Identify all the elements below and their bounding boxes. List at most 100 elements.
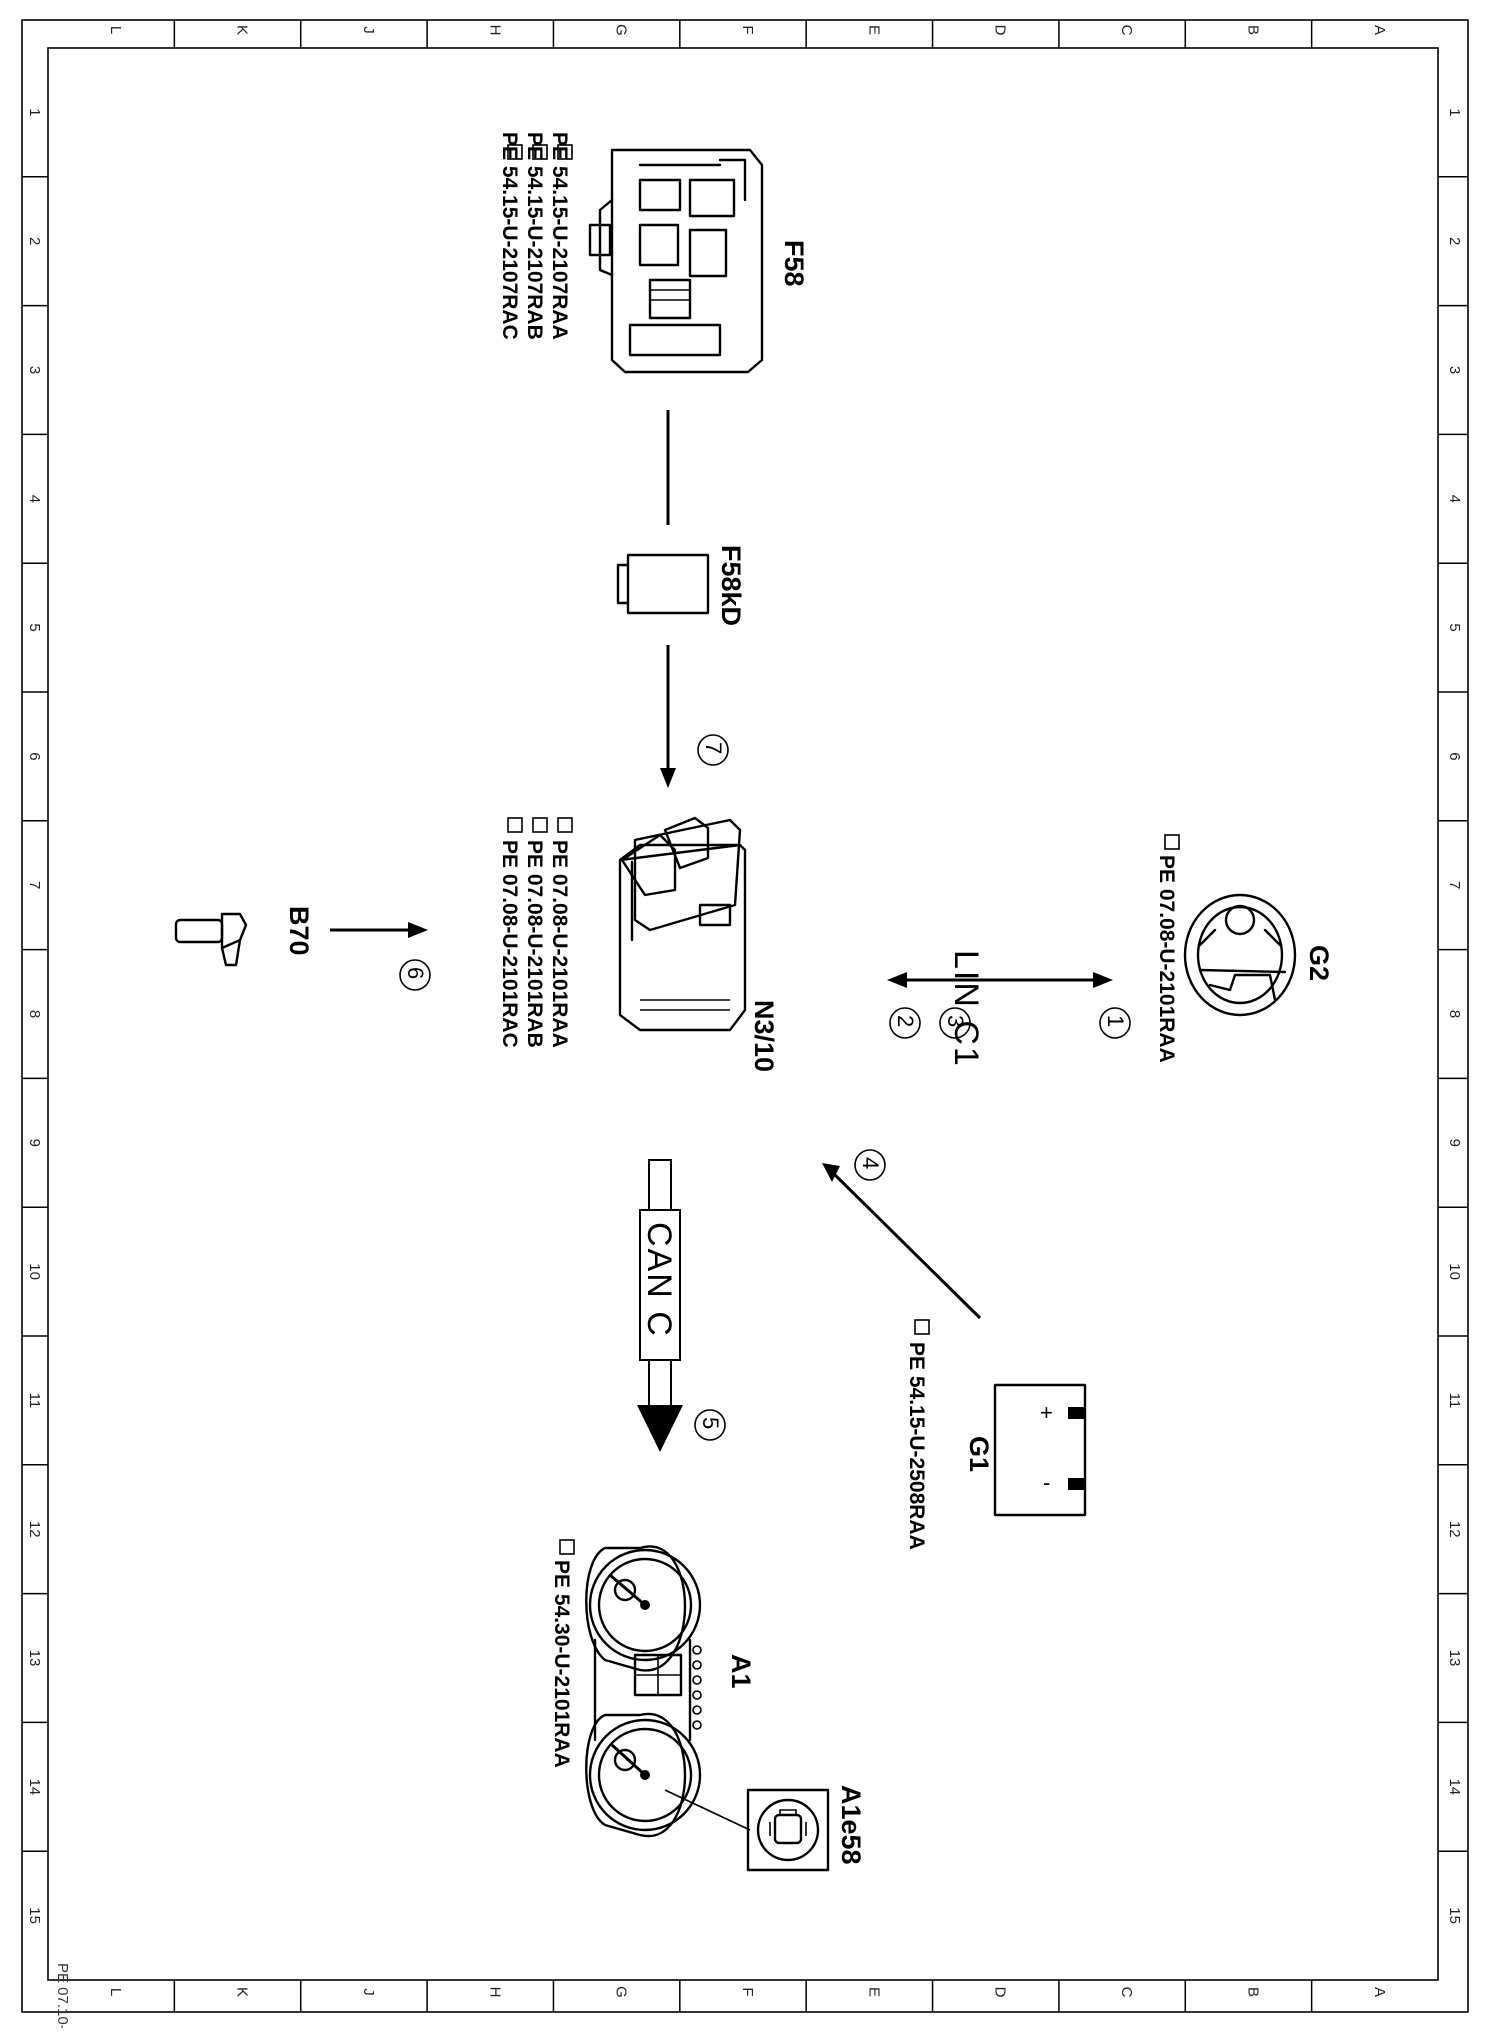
can-bus-label: CAN C [640, 1222, 678, 1338]
grid-row-label: 1 [1446, 108, 1463, 116]
grid-row-label: 10 [1446, 1263, 1463, 1280]
grid-column-label: G [613, 24, 630, 36]
reference-pointer-icon [559, 1539, 575, 1555]
grid-row-label: 4 [1446, 495, 1463, 503]
n310-component[interactable] [618, 816, 747, 1032]
grid-column-label: H [486, 25, 503, 36]
grid-row-label: 8 [1446, 1010, 1463, 1018]
grid-column-label: J [360, 26, 377, 34]
arrow-head [1093, 972, 1113, 988]
f58kd-component[interactable] [616, 553, 710, 615]
grid-column-label: J [360, 1988, 377, 1996]
grid-column-label: E [865, 25, 882, 35]
a1-label: A1 [726, 1654, 756, 1689]
a1-refs: PE 54.30-U-2101RAA [550, 1539, 575, 1768]
marker-3: 3 [939, 1007, 971, 1039]
grid-row-label: 11 [26, 1393, 43, 1409]
n310-refs: PE 07.08-U-2101RAA PE 07.08-U-2101RAB PE… [498, 817, 573, 1048]
grid-row-label: 3 [1446, 366, 1463, 374]
marker-1: 1 [1099, 1007, 1131, 1039]
f58-ref: PE 54.15-U-2107RAA [548, 132, 571, 340]
grid-row-label: 13 [26, 1650, 43, 1667]
n310-ref: PE 07.08-U-2101RAA [548, 840, 571, 1048]
b70-label: B70 [284, 906, 314, 956]
b70-component[interactable] [174, 912, 248, 967]
can-bus-line [637, 1159, 683, 1452]
grid-row-label: 13 [1446, 1650, 1463, 1667]
reference-pointer-icon [1164, 834, 1180, 850]
grid-column-label: F [739, 1987, 756, 1996]
grid-row-label: 6 [1446, 752, 1463, 760]
grid-column-label: K [234, 1987, 251, 1997]
a1-component[interactable] [585, 1545, 751, 1838]
marker-5: 5 [694, 1409, 726, 1441]
f58-label: F58 [779, 240, 809, 287]
grid-row-label: 6 [26, 752, 43, 760]
grid-row-label: 1 [26, 108, 43, 116]
grid-row-label: 15 [26, 1907, 43, 1924]
grid-column-label: L [107, 26, 124, 34]
svg-text:4: 4 [858, 1157, 883, 1169]
grid-column-label: K [234, 25, 251, 35]
grid-row-label: 5 [26, 623, 43, 631]
svg-text:1: 1 [1103, 1015, 1128, 1027]
grid-column-label: C [1118, 25, 1135, 36]
reference-pointer-icon [507, 817, 573, 833]
grid-row-label: 5 [1446, 623, 1463, 631]
reference-pointer-icon [507, 144, 573, 160]
arrow-head [660, 768, 676, 788]
grid-column-label: D [992, 25, 1009, 36]
wire-g1-to-n310 [828, 1168, 982, 1320]
marker-2: 2 [889, 1007, 921, 1039]
svg-text:5: 5 [698, 1417, 723, 1429]
grid-row-label: 10 [26, 1263, 43, 1280]
n310-label: N3/10 [749, 1000, 779, 1072]
grid-row-label: 2 [1446, 237, 1463, 245]
grid-row-label: 14 [1446, 1778, 1463, 1795]
a1e58-label: A1e58 [836, 1785, 866, 1865]
g1-minus-terminal: - [1043, 1470, 1050, 1495]
a1e58-component[interactable] [746, 1788, 830, 1872]
arrow-head [637, 1405, 683, 1452]
g2-refs: PE 07.08-U-2101RAA [1155, 834, 1180, 1063]
grid-column-label: H [486, 1987, 503, 1998]
marker-6: 6 [399, 959, 431, 991]
svg-text:2: 2 [893, 1015, 918, 1027]
grid-column-label: E [865, 1987, 882, 1997]
g1-refs: PE 54.15-U-2508RAA [905, 1319, 930, 1550]
g1-component[interactable]: + - [993, 1383, 1087, 1517]
grid-row-label: 11 [1446, 1393, 1463, 1409]
g1-label: G1 [964, 1436, 994, 1472]
grid-column-label: L [107, 1988, 124, 1996]
grid-row-label: 4 [26, 495, 43, 503]
grid-row-label: 9 [1446, 1139, 1463, 1147]
f58kd-label: F58kD [716, 545, 746, 626]
svg-text:3: 3 [943, 1015, 968, 1027]
grid-row-label: 7 [26, 881, 43, 889]
g2-label: G2 [1304, 945, 1334, 981]
g2-component[interactable] [1183, 893, 1297, 1017]
grid-row-label: 8 [26, 1010, 43, 1018]
f58-ref: PE 54.15-U-2107RAC [498, 132, 521, 340]
svg-text:6: 6 [403, 967, 428, 979]
grid-row-label: 2 [26, 237, 43, 245]
marker-7: 7 [697, 734, 729, 766]
g1-plus-terminal: + [1040, 1400, 1053, 1425]
grid-column-label: C [1118, 1987, 1135, 1998]
grid-row-label: 3 [26, 366, 43, 374]
reference-pointer-icon [914, 1319, 930, 1335]
grid-row-label: 7 [1446, 881, 1463, 889]
grid-row-label: 14 [26, 1778, 43, 1795]
grid-column-label: B [1244, 25, 1261, 35]
grid-row-label: 12 [26, 1521, 43, 1538]
a1-ref: PE 54.30-U-2101RAA [550, 1560, 573, 1768]
grid-row-label: 9 [26, 1139, 43, 1147]
grid-column-label: F [739, 25, 756, 34]
f58-component[interactable] [588, 148, 764, 374]
grid-column-label: A [1371, 25, 1388, 35]
g1-ref: PE 54.15-U-2508RAA [905, 1342, 928, 1550]
f58-ref: PE 54.15-U-2107RAB [523, 132, 546, 340]
